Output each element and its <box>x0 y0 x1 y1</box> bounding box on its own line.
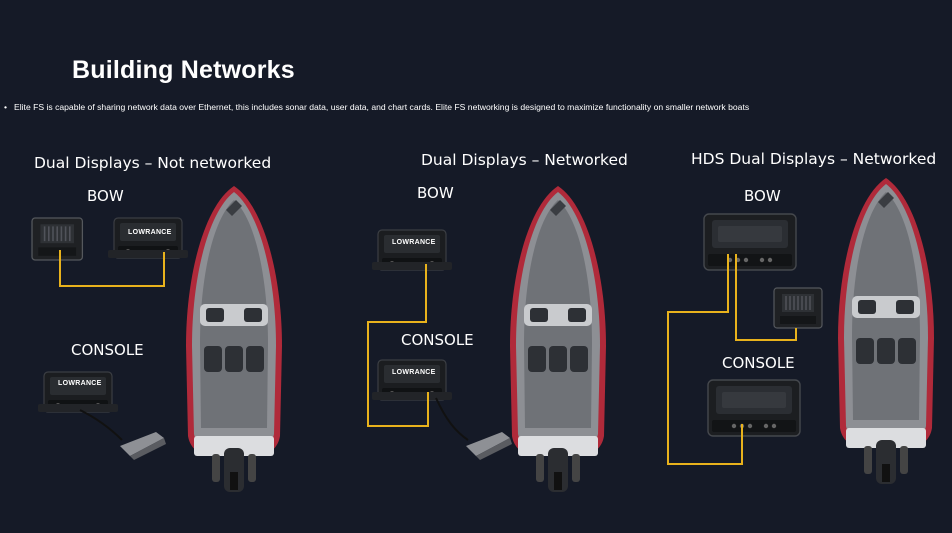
panel-1-console-display <box>37 371 119 413</box>
panel-1-bow-label: BOW <box>87 187 124 205</box>
panel-1-console-brand: LOWRANCE <box>58 380 102 387</box>
bullet-body: Elite FS is capable of sharing network d… <box>14 102 750 112</box>
bullet-dot: • <box>4 102 8 112</box>
panel-1-boat <box>186 186 282 492</box>
bullet-text: • Elite FS is capable of sharing network … <box>4 102 948 112</box>
panel-2-bow-label: BOW <box>417 184 454 202</box>
panel-2-heading: Dual Displays – Networked <box>421 151 628 169</box>
panel-2-transducer-cable <box>435 397 469 441</box>
panel-3-boat <box>838 178 934 484</box>
panel-2-cable <box>367 264 429 427</box>
panel-3-bow-display <box>703 213 797 271</box>
panel-2-transducer <box>466 432 512 460</box>
panel-1-module <box>31 217 84 261</box>
panel-2-console-brand: LOWRANCE <box>392 369 436 376</box>
panel-1-bow-brand: LOWRANCE <box>128 229 172 236</box>
panel-2-console-label: CONSOLE <box>401 331 474 349</box>
panel-3-console-display <box>707 379 801 437</box>
panel-2-console-display <box>371 359 453 401</box>
panel-3-heading: HDS Dual Displays – Networked <box>691 150 937 168</box>
panel-3-cable-b <box>667 254 743 465</box>
panel-1-transducer <box>120 432 166 460</box>
slide-title: Building Networks <box>72 56 295 84</box>
panel-2-bow-display <box>371 229 453 271</box>
panel-3-module <box>773 287 823 329</box>
panel-3-bow-label: BOW <box>744 187 781 205</box>
panel-1-cable <box>59 250 165 287</box>
panel-2-bow-brand: LOWRANCE <box>392 239 436 246</box>
panel-2-boat <box>510 186 606 492</box>
panel-1-transducer-cable <box>79 409 123 441</box>
panel-1-heading: Dual Displays – Not networked <box>34 154 272 172</box>
panel-1-console-label: CONSOLE <box>71 341 144 359</box>
panel-3-console-label: CONSOLE <box>722 354 795 372</box>
panel-3-cable-a <box>735 254 797 341</box>
panel-1-bow-display <box>107 217 189 259</box>
